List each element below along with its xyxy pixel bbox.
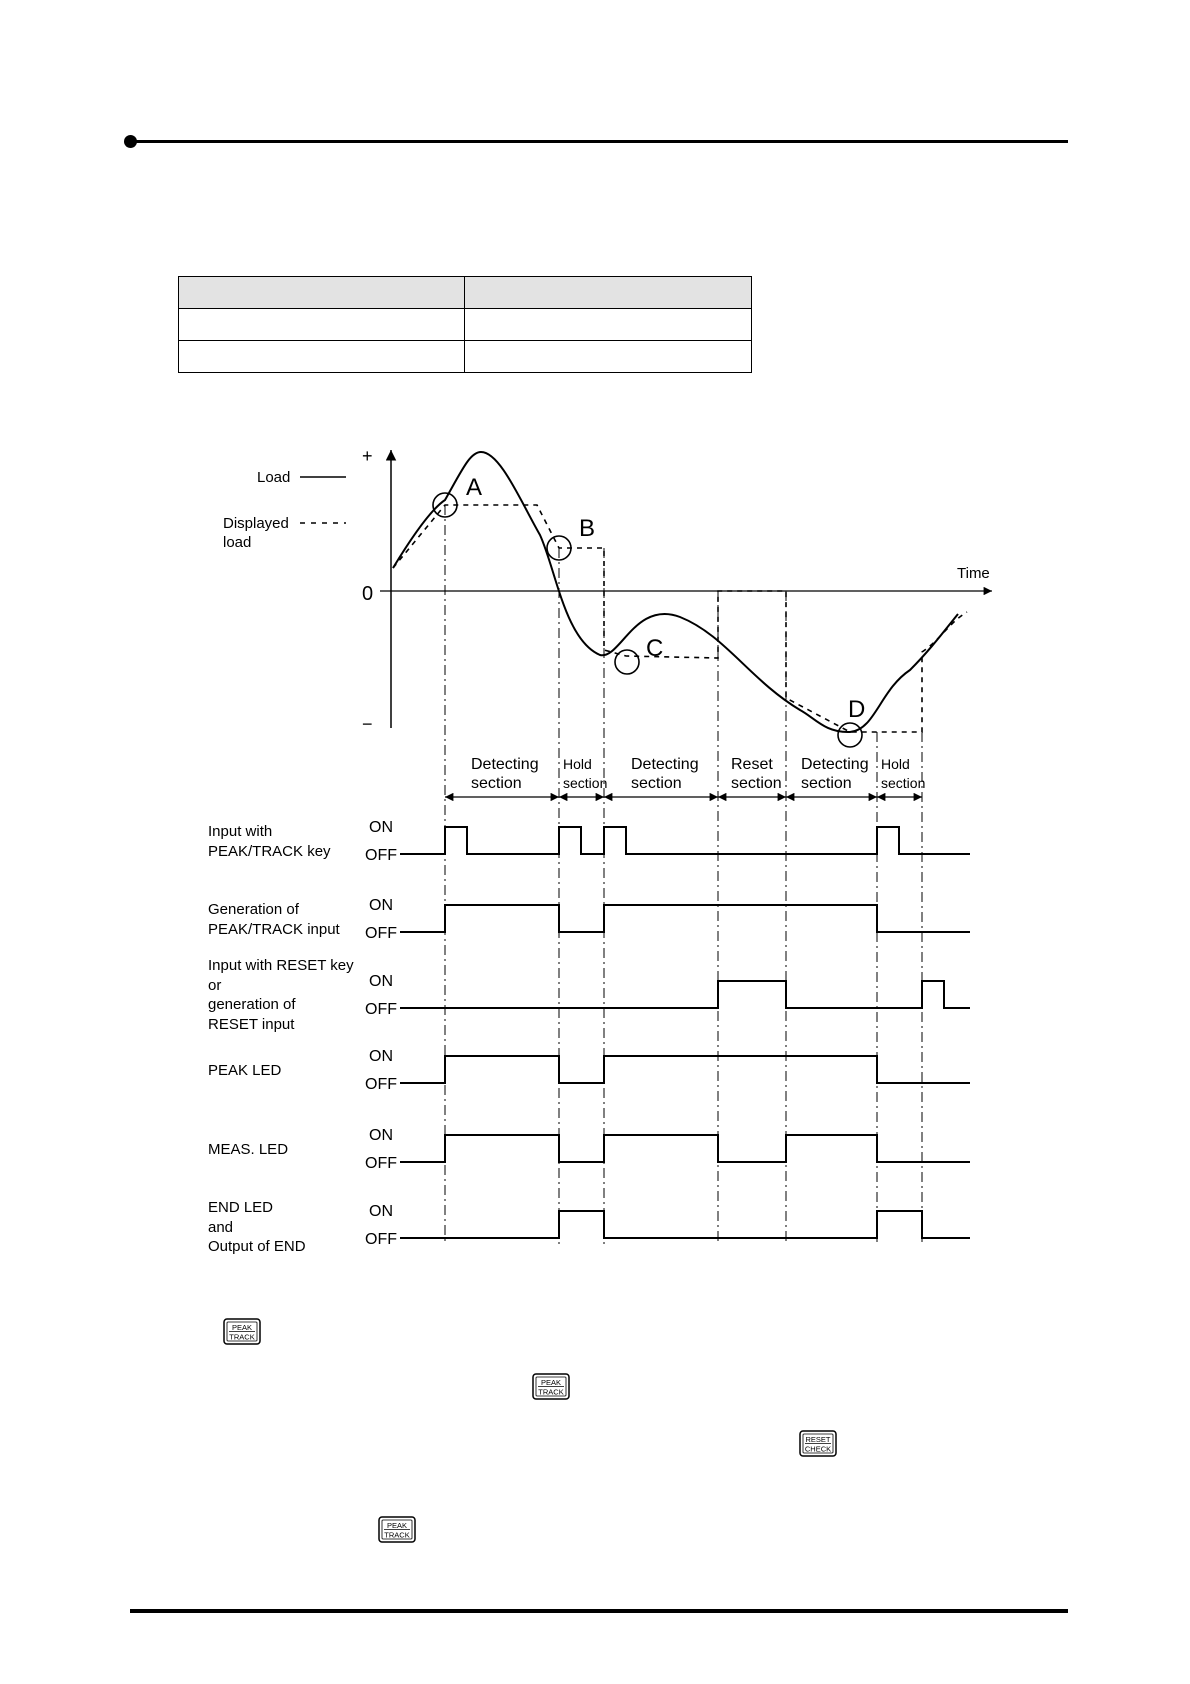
point-c-label: C <box>646 635 663 662</box>
axis-plus-label: + <box>362 446 373 466</box>
displayed-load-curve <box>392 504 968 733</box>
state-on-label: ON <box>369 897 393 914</box>
reset-check-key-icon: RESET CHECK <box>799 1430 837 1457</box>
info-table <box>178 276 752 373</box>
point-b-label: B <box>579 515 595 542</box>
waveform-peak-led <box>400 1055 970 1084</box>
state-off-label: OFF <box>365 847 397 864</box>
peak-track-key-icon: PEAK TRACK <box>532 1373 570 1400</box>
footer-rule <box>130 1609 1068 1613</box>
state-off-label: OFF <box>365 1155 397 1172</box>
table-cell <box>178 276 465 309</box>
state-off-label: OFF <box>365 925 397 942</box>
state-on-label: ON <box>369 819 393 836</box>
waveform-meas-led <box>400 1134 970 1163</box>
legend-load-label: Load <box>257 469 290 486</box>
svg-text:TRACK: TRACK <box>229 1333 254 1342</box>
timing-diagram: + − 0 Time Load Displayed load A B C D D… <box>208 446 992 1255</box>
waveform-peak-track-input <box>400 904 970 933</box>
legend-displayed-label: Displayed <box>223 515 289 532</box>
svg-text:CHECK: CHECK <box>805 1445 831 1454</box>
svg-text:TRACK: TRACK <box>384 1531 409 1540</box>
state-off-label: OFF <box>365 1001 397 1018</box>
peak-track-key-icon: PEAK TRACK <box>378 1516 416 1543</box>
signal-label-peak-led: PEAK LED <box>208 1062 282 1079</box>
peak-track-key-icon: PEAK TRACK <box>223 1318 261 1345</box>
table-header-row <box>178 276 752 309</box>
point-a-label: A <box>466 474 482 501</box>
waveform-peak-track-key <box>400 826 970 855</box>
waveform-reset-input <box>400 980 970 1009</box>
point-d-label: D <box>848 696 865 723</box>
table-row <box>178 340 752 373</box>
state-off-label: OFF <box>365 1231 397 1248</box>
state-on-label: ON <box>369 1048 393 1065</box>
state-on-label: ON <box>369 1127 393 1144</box>
axis-time-label: Time <box>957 565 990 582</box>
axis-minus-label: − <box>362 714 373 734</box>
state-on-label: ON <box>369 973 393 990</box>
signal-label-meas-led: MEAS. LED <box>208 1141 288 1158</box>
svg-text:PEAK: PEAK <box>232 1323 252 1332</box>
axis-zero-label: 0 <box>362 583 373 605</box>
state-off-label: OFF <box>365 1076 397 1093</box>
svg-text:RESET: RESET <box>805 1435 830 1444</box>
svg-text:PEAK: PEAK <box>387 1521 407 1530</box>
table-cell <box>464 276 752 309</box>
point-a-marker <box>432 492 458 518</box>
svg-text:TRACK: TRACK <box>538 1388 563 1397</box>
svg-text:PEAK: PEAK <box>541 1378 561 1387</box>
table-cell <box>178 340 465 373</box>
point-c-marker <box>614 649 640 675</box>
point-b-marker <box>546 535 572 561</box>
legend-displayed-label-2: load <box>223 534 251 551</box>
state-on-label: ON <box>369 1203 393 1220</box>
header-rule <box>130 140 1068 143</box>
load-curve <box>392 450 959 734</box>
table-cell <box>464 340 752 373</box>
point-d-marker <box>837 722 863 748</box>
waveform-end-led <box>400 1210 970 1239</box>
